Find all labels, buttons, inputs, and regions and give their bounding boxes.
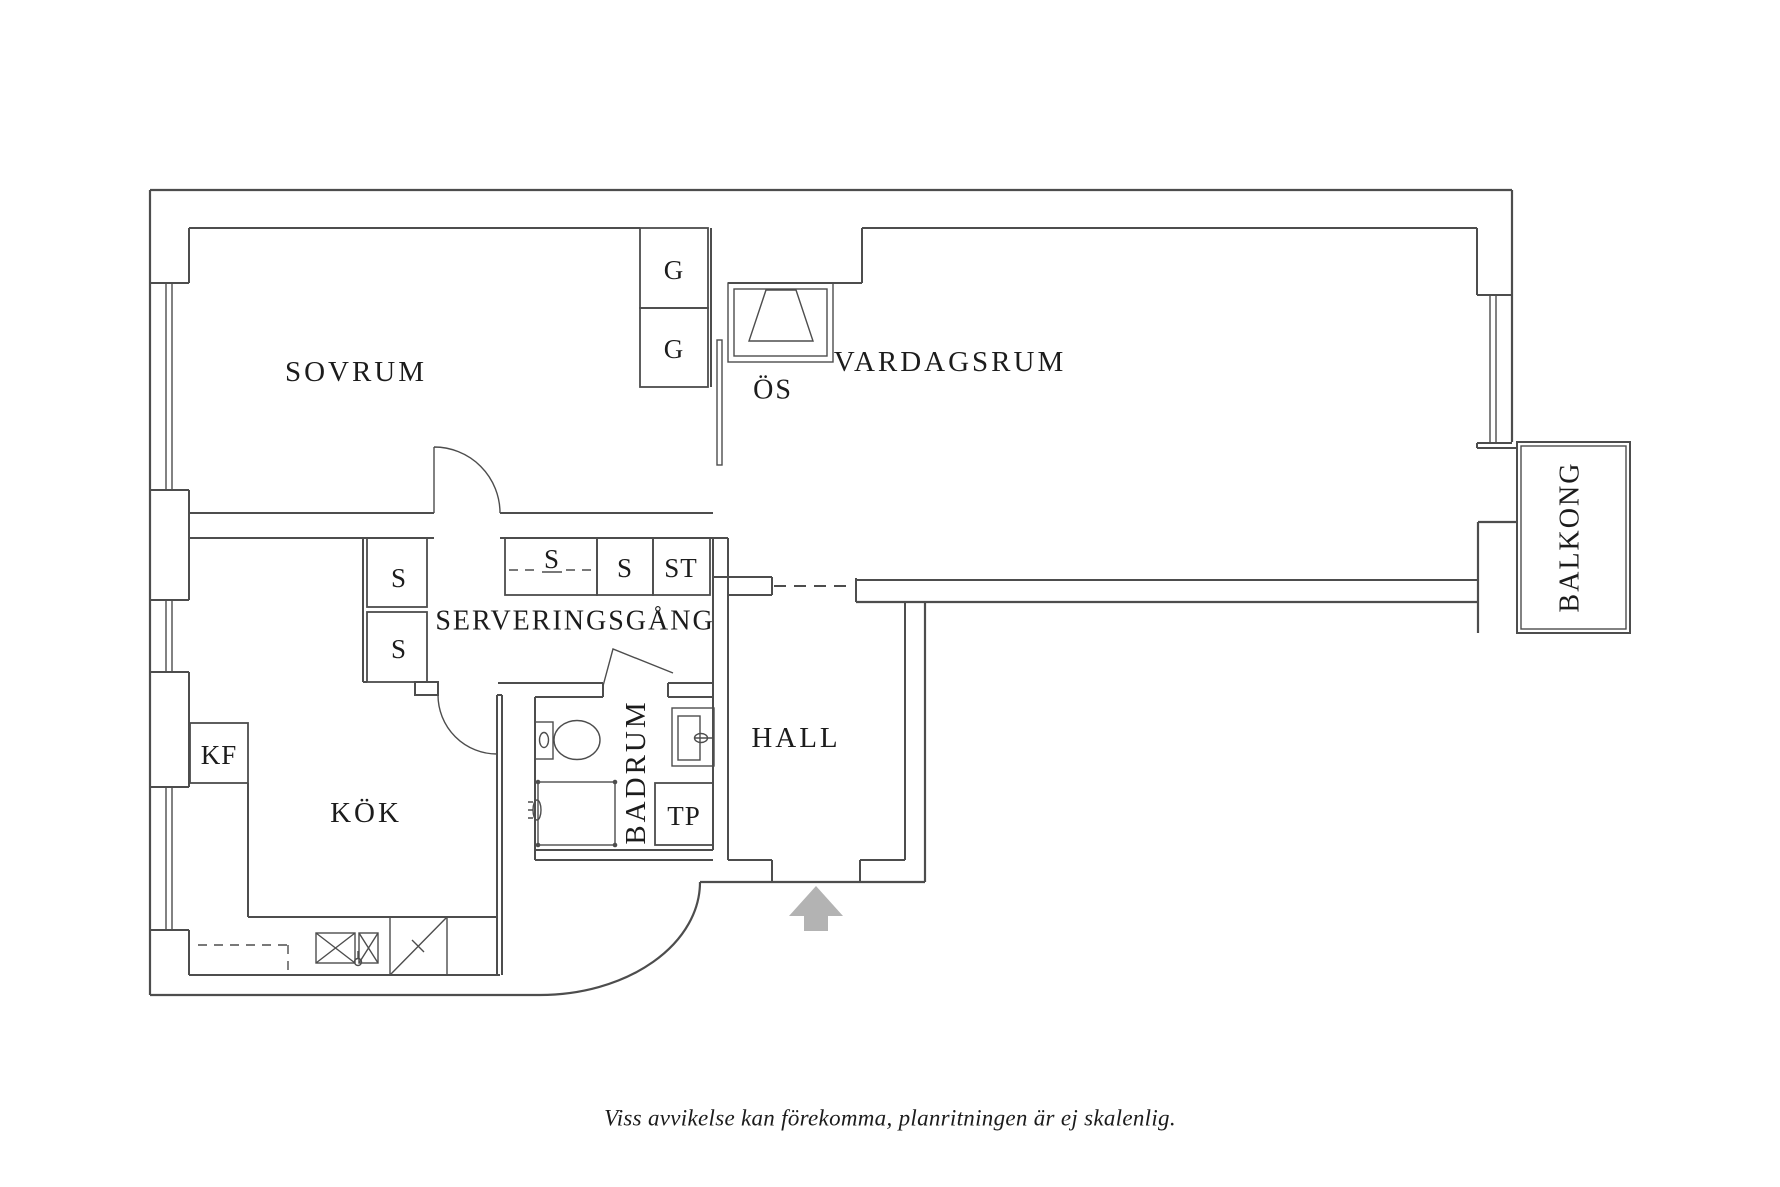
closet-label-g-lower: G <box>664 334 685 364</box>
closet-s-col-lower <box>366 611 428 683</box>
window-vardagsrum <box>1477 294 1517 449</box>
closets <box>189 227 714 846</box>
wall-stub-serveringsgang <box>414 681 439 696</box>
windows <box>150 282 1517 931</box>
door-sovrum <box>433 446 501 514</box>
entrance-arrow-icon <box>789 886 843 931</box>
closet-labels: G G S S S S ST KF TP <box>201 255 701 831</box>
wall-sovrum-south <box>189 512 728 539</box>
fireplace-icon <box>727 282 834 363</box>
wall-badrum-north <box>498 682 713 698</box>
closet-s-col-upper <box>366 537 428 608</box>
window-kok-lower <box>150 786 189 931</box>
wall-chimney-step <box>728 228 863 284</box>
stove-icon <box>389 916 448 976</box>
closet-label-kf: KF <box>201 740 238 770</box>
room-label-kok: KÖK <box>330 797 402 829</box>
wall-balcony-side <box>1476 520 1517 633</box>
closet-st <box>652 537 711 596</box>
dishwasher-dashed-outline <box>198 944 289 975</box>
window-kok-upper <box>150 599 189 673</box>
closet-label-tp: TP <box>667 801 701 831</box>
bathroom-sink-icon <box>671 707 715 767</box>
closet-g-lower <box>639 307 709 388</box>
room-label-os: ÖS <box>753 375 793 406</box>
closet-label-s-row: S <box>617 553 633 583</box>
window-sovrum <box>150 282 189 491</box>
wall-hall-north <box>713 576 857 602</box>
counter-edge <box>247 783 497 918</box>
room-labels: SOVRUM VARDAGSRUM KÖK HALL SERVERINGSGÅN… <box>285 346 1586 845</box>
door-kok <box>437 694 498 755</box>
wall-badrum-south <box>534 849 713 861</box>
kitchen-sink-icon <box>315 932 379 967</box>
shower-icon <box>528 779 618 848</box>
room-label-hall: HALL <box>751 722 840 754</box>
wall-hall-bottom-inner <box>728 859 905 882</box>
fridge-freezer-kf <box>189 722 249 784</box>
closet-label-s-row-wide: S <box>544 544 560 574</box>
closet-label-s-col-upper: S <box>391 563 407 593</box>
sliding-partition <box>716 339 723 466</box>
door-badrum <box>602 648 674 687</box>
dryer-tp <box>654 782 714 846</box>
exterior-walls <box>148 188 1517 997</box>
balcony-outline <box>1516 441 1631 634</box>
toilet-icon <box>534 719 601 761</box>
bathroom-fixtures <box>528 707 715 848</box>
kitchen-fixtures <box>198 783 497 976</box>
room-label-vardagsrum: VARDAGSRUM <box>834 346 1067 378</box>
room-label-badrum: BADRUM <box>620 699 652 844</box>
doors <box>433 446 852 755</box>
wall-kok-east <box>496 694 503 975</box>
closet-label-g-upper: G <box>664 255 685 285</box>
disclaimer-text: Viss avvikelse kan förekomma, planritnin… <box>604 1106 1176 1131</box>
room-label-sovrum: SOVRUM <box>285 356 427 388</box>
closet-label-s-col-lower: S <box>391 634 407 664</box>
wall-hall-west <box>712 538 729 860</box>
room-label-serveringsgang: SERVERINGSGÅNG <box>435 606 714 637</box>
room-label-balkong: BALKONG <box>1555 462 1586 613</box>
wall-curved-facade <box>539 881 702 997</box>
closet-label-st: ST <box>664 553 698 583</box>
